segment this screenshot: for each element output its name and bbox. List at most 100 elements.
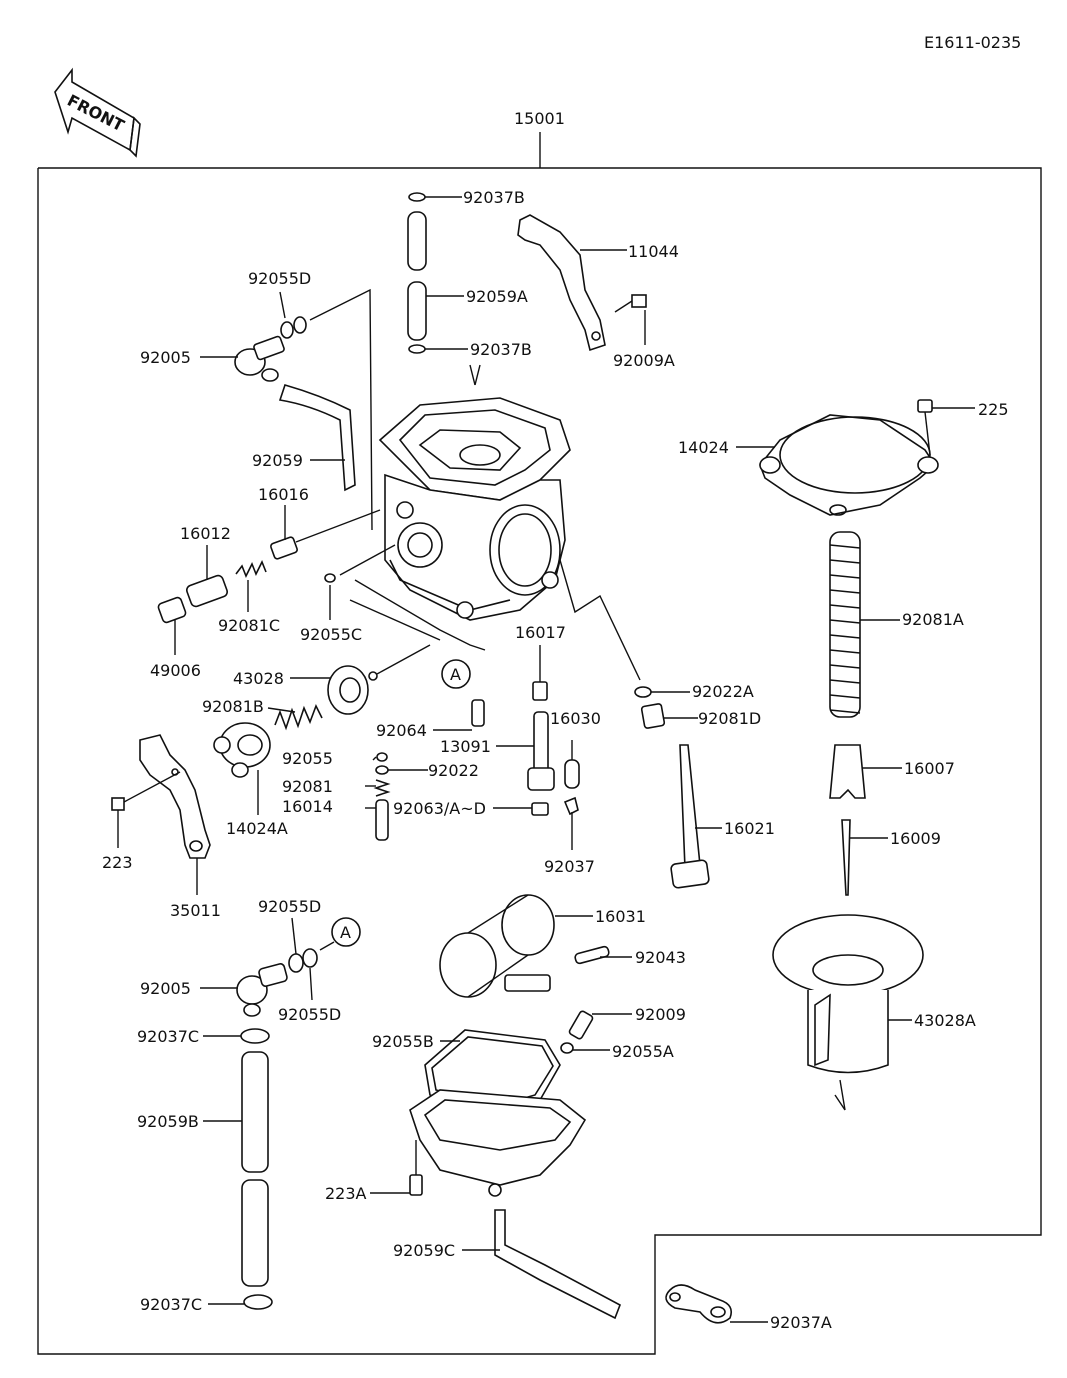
label-92059: 92059: [252, 451, 303, 470]
label-92081B: 92081B: [202, 697, 264, 716]
diagram-code: E1611-0235: [924, 33, 1021, 52]
label-92055D-low: 92055D: [278, 1005, 341, 1024]
carburetor-body: [378, 364, 571, 621]
screw-223A: [409, 1140, 423, 1196]
spring-92081C: [235, 560, 267, 578]
label-16017: 16017: [515, 623, 566, 642]
label-92059B: 92059B: [137, 1112, 199, 1131]
label-92055B: 92055B: [372, 1032, 434, 1051]
svg-text:A: A: [450, 665, 461, 684]
oring-92055: [376, 752, 388, 762]
hose-92059C: [494, 1209, 622, 1320]
front-label: FRONT: [64, 91, 127, 136]
label-92005-bottom: 92005: [140, 979, 191, 998]
screw-16012: [185, 574, 229, 608]
spring-92081B: [274, 704, 323, 731]
jet-13091: [527, 711, 555, 791]
label-15001: 15001: [514, 109, 565, 128]
fitting-92005-top: [234, 316, 307, 382]
clip-92037A: [665, 1284, 733, 1324]
label-16014: 16014: [282, 797, 333, 816]
label-92005-top: 92005: [140, 348, 191, 367]
spring-92081: [373, 779, 391, 797]
label-11044: 11044: [628, 242, 679, 261]
ref-marker-a-lower: A: [331, 917, 361, 947]
clamp-92037C-top: [240, 1028, 270, 1044]
label-92009A: 92009A: [613, 351, 675, 370]
label-16016: 16016: [258, 485, 309, 504]
pin-92043: [574, 945, 610, 965]
float-16031: [439, 894, 555, 998]
screw-16016: [270, 509, 381, 560]
label-92055D-mid: 92055D: [258, 897, 321, 916]
callout-labels: 15001 92037B 92059A 92037B 11044 92009A …: [102, 109, 1009, 1332]
needle-16009: [841, 819, 851, 896]
label-223A: 223A: [325, 1184, 367, 1203]
label-35011: 35011: [170, 901, 221, 920]
hose-92059: [278, 384, 356, 492]
screw-225: [917, 399, 933, 456]
cap-49006: [157, 596, 187, 624]
label-92064: 92064: [376, 721, 427, 740]
label-92022A: 92022A: [692, 682, 754, 701]
label-92081: 92081: [282, 777, 333, 796]
holder-16007: [829, 744, 866, 799]
cover-14024A: [213, 722, 271, 778]
leader-lines: [117, 196, 975, 1323]
ref-marker-a-upper: A: [441, 659, 471, 689]
svg-text:A: A: [340, 923, 351, 942]
label-49006: 49006: [150, 661, 201, 680]
label-16007: 16007: [904, 759, 955, 778]
label-92037B-bottom: 92037B: [470, 340, 532, 359]
label-92081D: 92081D: [698, 709, 761, 728]
clip-92037: [563, 796, 579, 816]
label-16030: 16030: [550, 709, 601, 728]
label-92055C: 92055C: [300, 625, 362, 644]
label-16031: 16031: [595, 907, 646, 926]
front-arrow: FRONT: [54, 67, 141, 158]
jet-92064: [471, 699, 485, 727]
label-92037C-bottom: 92037C: [140, 1295, 202, 1314]
oring-92055C: [324, 573, 336, 583]
tube-92059A: [407, 192, 427, 354]
label-92055A: 92055A: [612, 1042, 674, 1061]
needle-valve-92009: [560, 1010, 594, 1054]
label-16009: 16009: [890, 829, 941, 848]
label-92059C: 92059C: [393, 1241, 455, 1260]
bracket-11044: [517, 214, 606, 352]
label-13091: 13091: [440, 737, 491, 756]
label-14024A: 14024A: [226, 819, 288, 838]
cover-14024: [759, 414, 939, 516]
piston-43028A: [772, 914, 924, 1111]
needle-16014: [375, 799, 389, 841]
fitting-92005-bottom: [236, 963, 288, 1017]
label-16012: 16012: [180, 524, 231, 543]
label-92081A: 92081A: [902, 610, 964, 629]
bracket-35011: [139, 734, 211, 859]
washer-92022: [375, 765, 389, 775]
label-92037A: 92037A: [770, 1313, 832, 1332]
diaphragm-43028: [327, 644, 431, 715]
spring-92081A: [829, 531, 861, 718]
label-92055: 92055: [282, 749, 333, 768]
float-16030: [564, 740, 580, 789]
assembly-frame: [37, 132, 1042, 1355]
clamp-92037C-bottom: [243, 1294, 273, 1310]
label-223: 223: [102, 853, 133, 872]
label-92037B-top: 92037B: [463, 188, 525, 207]
label-92081C: 92081C: [218, 616, 280, 635]
label-225: 225: [978, 400, 1009, 419]
label-92022: 92022: [428, 761, 479, 780]
label-92063: 92063/A~D: [393, 799, 486, 818]
label-92009: 92009: [635, 1005, 686, 1024]
label-14024: 14024: [678, 438, 729, 457]
label-92055D-top: 92055D: [248, 269, 311, 288]
label-92037: 92037: [544, 857, 595, 876]
jet-16017: [532, 645, 548, 701]
tube-92059B: [241, 1051, 269, 1287]
screw-92009A: [614, 294, 647, 313]
jet-92063: [531, 802, 549, 816]
oring-92055D-a: [288, 953, 304, 973]
label-92037C-top: 92037C: [137, 1027, 199, 1046]
